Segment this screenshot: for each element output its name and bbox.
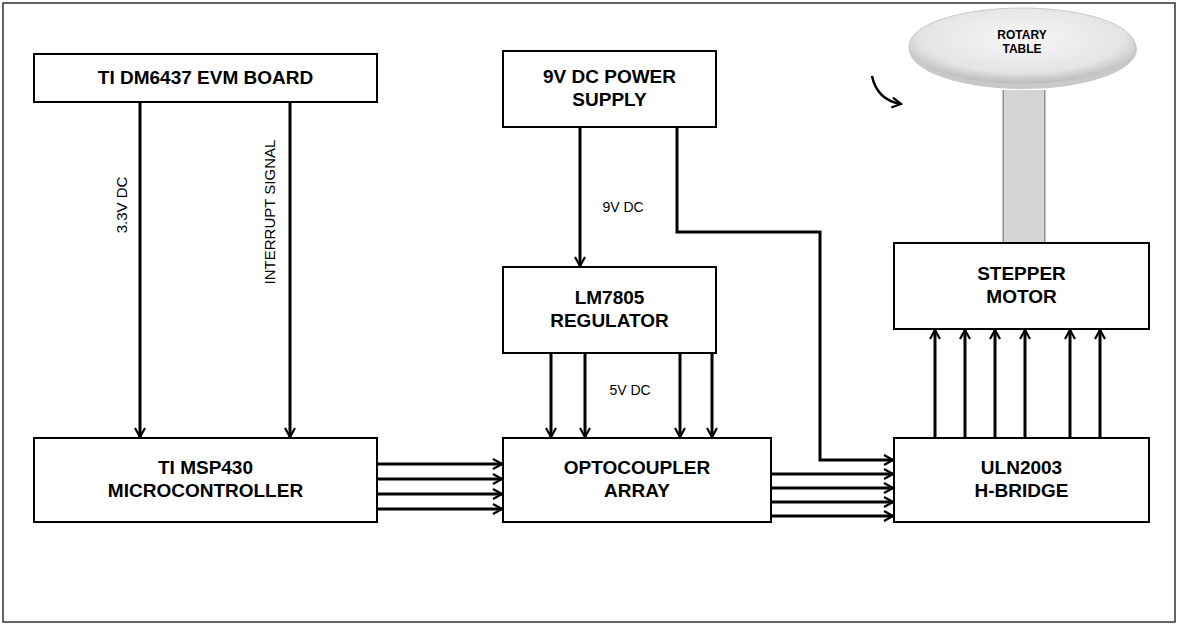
text-stack: ULN2003 H-BRIDGE — [972, 457, 1072, 503]
arrow-connector — [772, 473, 893, 476]
arrow-connector — [1024, 330, 1027, 437]
arrow-connector — [964, 330, 967, 437]
motor-shaft — [1004, 90, 1044, 242]
box-label: ULN2003 H-BRIDGE — [972, 457, 1072, 503]
signal-label: 9V DC — [602, 200, 643, 215]
driver-box: ULN2003 H-BRIDGE — [893, 437, 1150, 523]
text-stack: TI MSP430 MICROCONTROLLER — [96, 457, 316, 503]
table-top — [909, 8, 1135, 84]
text-stack: STEPPER MOTOR — [962, 263, 1082, 309]
microcontroller-box: TI MSP430 MICROCONTROLLER — [33, 437, 378, 523]
box-label: ROTARY TABLE — [987, 28, 1057, 57]
board-box: TI DM6437 EVM BOARD — [33, 53, 378, 103]
arrow-connector — [679, 354, 682, 437]
signal-label: INTERRUPT SIGNAL — [262, 140, 279, 285]
outer-frame — [3, 3, 1175, 622]
arrow-connector — [994, 330, 997, 437]
signal-label: 3.3V DC — [114, 177, 131, 234]
rotation-arrow — [872, 76, 901, 104]
arrow-connector — [1099, 330, 1102, 437]
shaft-outline — [1003, 90, 1046, 242]
box-label: STEPPER MOTOR — [962, 263, 1082, 309]
arrow-connector — [579, 128, 582, 266]
arrow-connector — [550, 354, 553, 437]
table-shadow — [909, 9, 1137, 89]
arrow-connector — [934, 330, 937, 437]
arrow-connector — [711, 354, 714, 437]
box-label: TI DM6437 EVM BOARD — [98, 67, 313, 90]
optocoupler-box: OPTOCOUPLER ARRAY — [502, 437, 772, 523]
arrow-connector — [1069, 330, 1072, 437]
arrow-connector — [139, 103, 142, 437]
box-label: 9V DC POWER SUPPLY — [515, 66, 705, 112]
arrow-connector — [378, 508, 502, 511]
text-stack: TI DM6437 EVM BOARD — [98, 67, 313, 90]
arrow-connector — [378, 493, 502, 496]
motor-box: STEPPER MOTOR — [893, 242, 1150, 330]
box-label: LM7805 REGULATOR — [535, 287, 685, 333]
regulator-box: LM7805 REGULATOR — [502, 266, 717, 354]
text-stack: LM7805 REGULATOR — [535, 287, 685, 333]
arrow-connector — [378, 478, 502, 481]
arrow-connector — [772, 487, 893, 490]
text-stack: ROTARY TABLE — [987, 28, 1057, 57]
arrow-connector — [772, 501, 893, 504]
arrow-connector — [289, 103, 292, 437]
box-label: OPTOCOUPLER ARRAY — [547, 457, 727, 503]
voltage-label: 5V DC — [609, 383, 650, 398]
rotary-table: ROTARY TABLE — [906, 6, 1138, 90]
arrow-connector — [772, 515, 893, 518]
box-label: TI MSP430 MICROCONTROLLER — [96, 457, 316, 503]
arrow-connector — [584, 354, 587, 437]
text-stack: OPTOCOUPLER ARRAY — [547, 457, 727, 503]
arrow-connector — [378, 463, 502, 466]
power-supply-box: 9V DC POWER SUPPLY — [502, 50, 717, 128]
text-stack: 9V DC POWER SUPPLY — [515, 66, 705, 112]
